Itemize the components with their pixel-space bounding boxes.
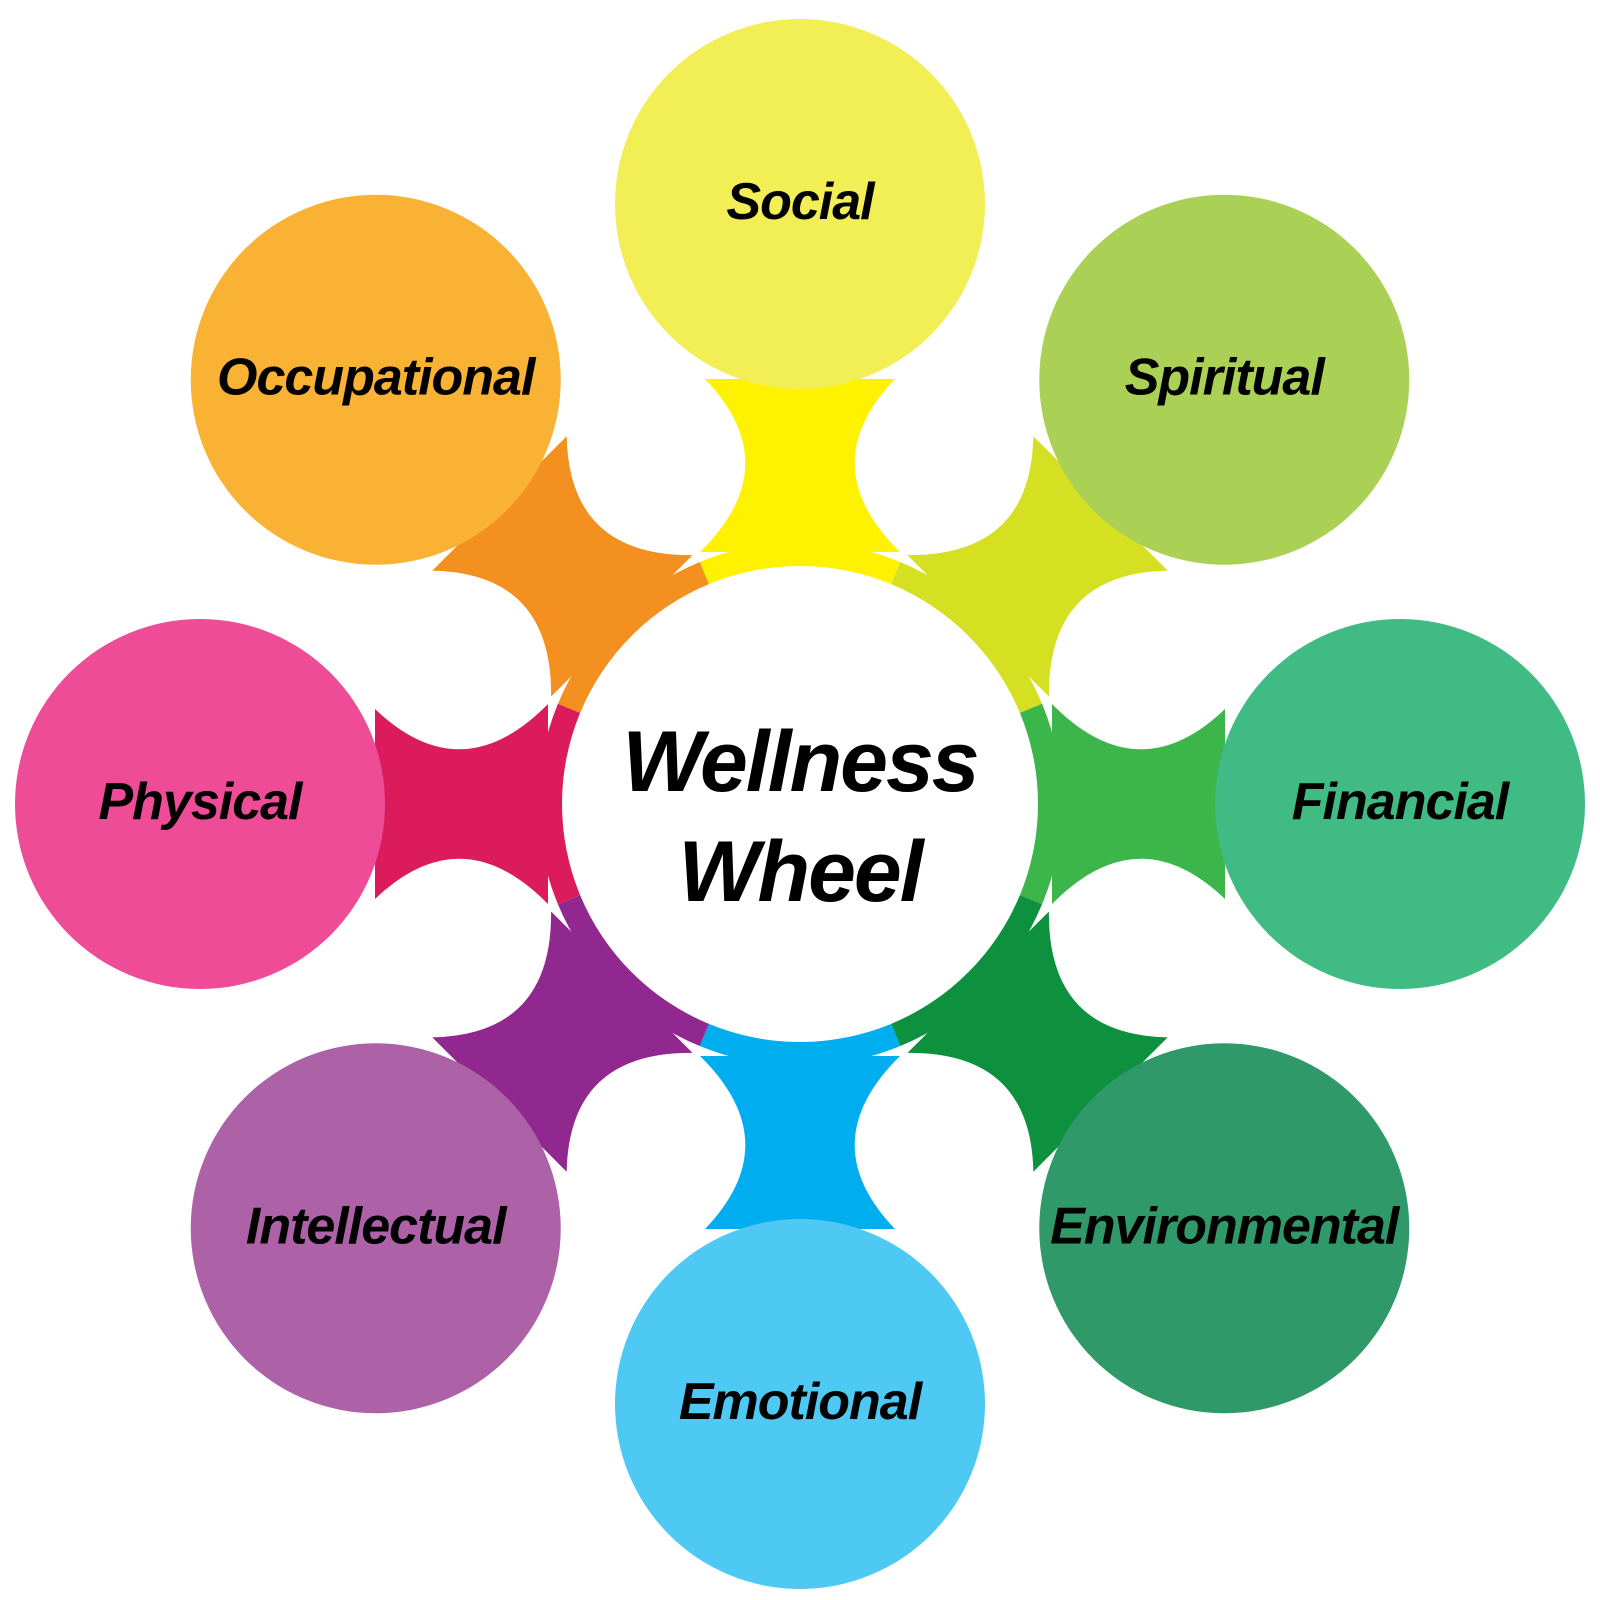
node-label-social: Social <box>726 173 876 231</box>
connectors <box>375 379 1225 1229</box>
node-label-occupational: Occupational <box>217 349 537 407</box>
node-label-spiritual: Spiritual <box>1125 349 1327 407</box>
connector-financial <box>1052 704 1225 904</box>
node-label-physical: Physical <box>98 773 304 831</box>
center-ring <box>537 541 1062 1066</box>
node-label-emotional: Emotional <box>679 1373 924 1431</box>
connector-social <box>700 379 900 552</box>
center-title-line-1: Wellness <box>622 714 977 810</box>
node-spiritual <box>1039 194 1410 565</box>
ring-segment-financial <box>1018 703 1062 905</box>
nodes: SocialSpiritualFinancialEnvironmentalEmo… <box>15 19 1585 1589</box>
node-physical <box>15 619 385 989</box>
ring-segment-spiritual <box>890 561 1043 714</box>
node-intellectual <box>190 1043 561 1414</box>
connector-spiritual <box>907 436 1168 697</box>
ring-segment-intellectual <box>557 894 710 1047</box>
node-label-financial: Financial <box>1292 773 1511 831</box>
ring-segment-emotional <box>699 1022 901 1066</box>
ring-segment-occupational <box>557 561 710 714</box>
connector-intellectual <box>432 911 693 1172</box>
node-label-intellectual: Intellectual <box>246 1197 508 1255</box>
connector-environmental <box>907 911 1168 1172</box>
connector-occupational <box>432 436 693 697</box>
node-label-environmental: Environmental <box>1050 1197 1401 1255</box>
node-occupational <box>190 194 561 565</box>
ring-segment-physical <box>537 703 582 905</box>
node-social <box>615 19 985 389</box>
ring-segment-social <box>699 541 901 586</box>
node-environmental <box>1039 1043 1410 1414</box>
connector-physical <box>375 704 548 904</box>
connector-emotional <box>700 1056 900 1229</box>
center-title-line-2: Wheel <box>678 824 925 920</box>
ring-segment-environmental <box>890 894 1043 1047</box>
node-emotional <box>615 1219 985 1589</box>
center-circle <box>562 566 1038 1042</box>
node-financial <box>1215 619 1585 989</box>
